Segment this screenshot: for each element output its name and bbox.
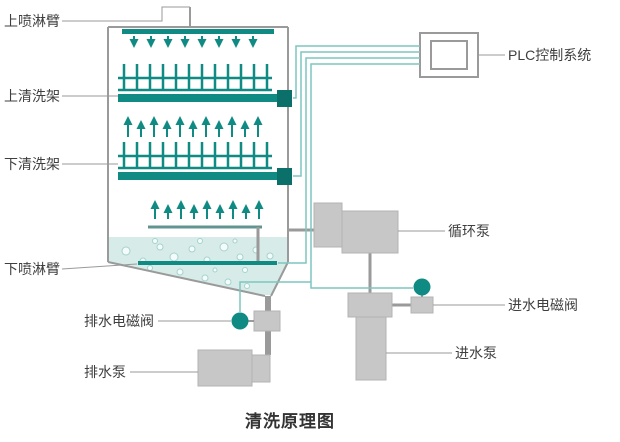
- inlet-solenoid-valve: [410, 278, 434, 314]
- top-spray-arm: [122, 29, 274, 34]
- drain-solenoid-valve: [231, 310, 281, 332]
- label-upper-spray-arm: 上喷淋臂: [4, 13, 60, 29]
- circulation-pump: [313, 202, 399, 254]
- label-inlet-valve: 进水电磁阀: [508, 297, 578, 313]
- label-circulation-pump: 循环泵: [448, 223, 490, 239]
- inlet-pump: [347, 292, 393, 381]
- inlet-valve-icon: [413, 278, 431, 296]
- diagram-title: 清洗原理图: [245, 412, 335, 431]
- leader-lines: [61, 6, 505, 373]
- label-inlet-pump: 进水泵: [455, 345, 497, 361]
- label-plc: PLC控制系统: [508, 47, 592, 63]
- spray-arrows-up-middle-icon: [123, 116, 263, 137]
- label-upper-rack: 上清洗架: [4, 88, 60, 104]
- label-lower-rack: 下清洗架: [4, 156, 60, 172]
- label-lower-spray-arm: 下喷淋臂: [4, 261, 60, 277]
- bubbles: [121, 238, 274, 289]
- drain-pump: [197, 349, 271, 387]
- water-pool: [108, 237, 288, 295]
- label-drain-valve: 排水电磁阀: [84, 313, 154, 329]
- plc-controller-box: [419, 32, 479, 78]
- lower-wash-rack: [118, 142, 292, 185]
- control-wires: [239, 45, 420, 312]
- lower-spray-arm: [138, 225, 277, 265]
- spray-arrows-up-bottom-icon: [150, 200, 264, 219]
- spray-arrows-down-icon: [129, 36, 258, 48]
- upper-wash-rack: [118, 64, 292, 107]
- pipes: [265, 228, 411, 355]
- label-drain-pump: 排水泵: [84, 364, 126, 380]
- wash-chamber-outline: [107, 7, 289, 297]
- drain-valve-icon: [231, 312, 249, 330]
